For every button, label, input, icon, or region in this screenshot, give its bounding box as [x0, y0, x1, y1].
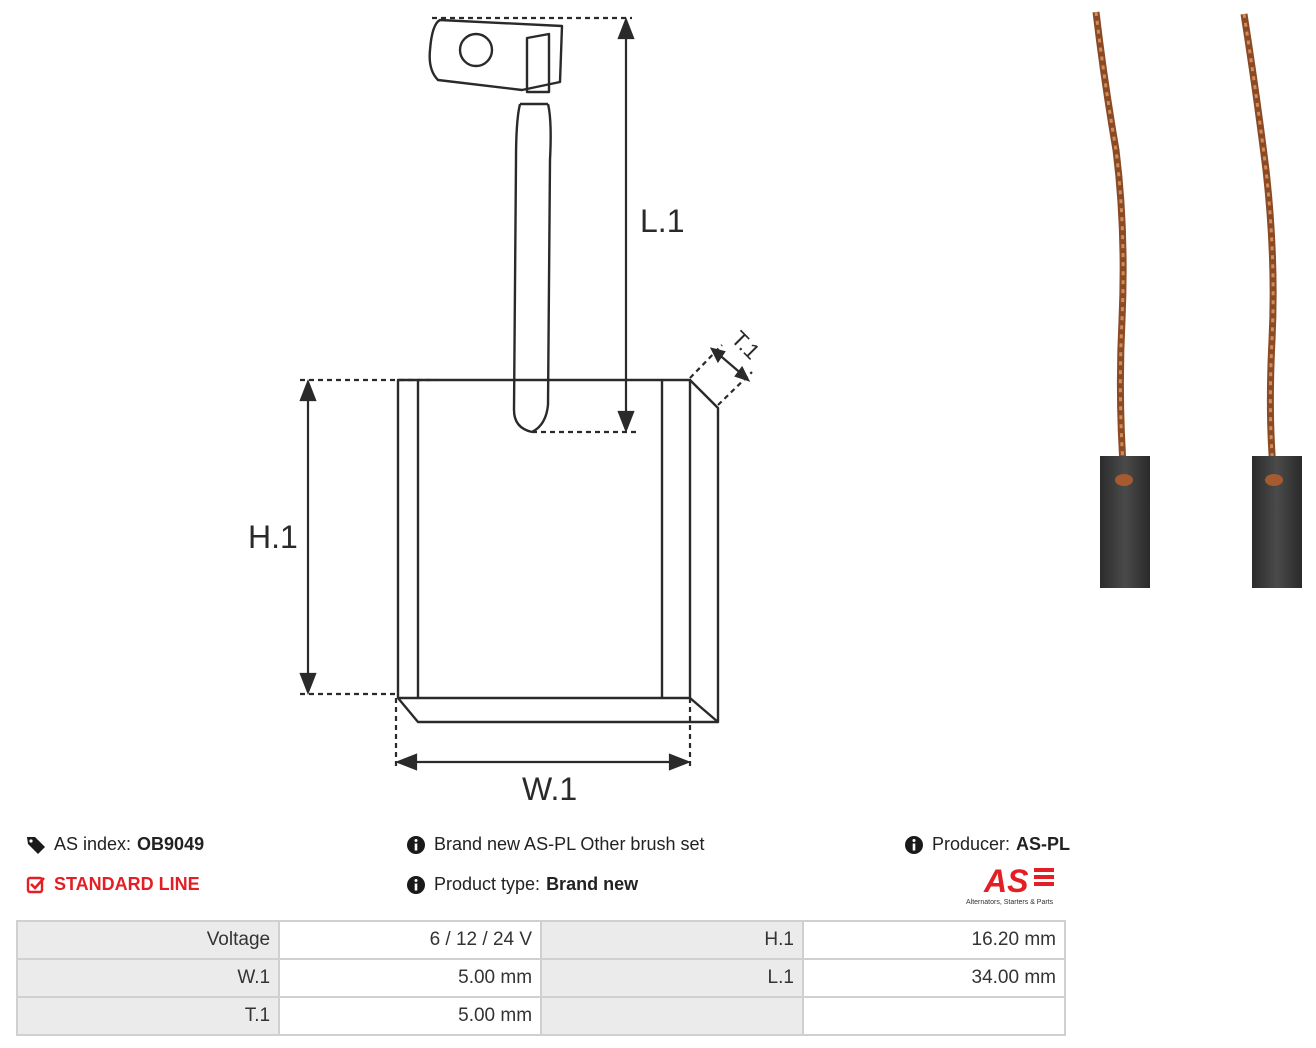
- description: Brand new AS-PL Other brush set: [406, 834, 704, 855]
- spec-value: 5.00 mm: [278, 996, 543, 1036]
- spec-label: W.1: [15, 958, 281, 998]
- as-index-label: AS index:: [54, 834, 132, 854]
- info-icon: [407, 875, 425, 894]
- standard-line: STANDARD LINE: [26, 874, 200, 895]
- producer-value: AS-PL: [1016, 834, 1071, 854]
- tag-icon: [27, 836, 45, 854]
- check-square-icon: [26, 876, 45, 893]
- product-photo: [1092, 11, 1302, 588]
- spec-value: 6 / 12 / 24 V: [278, 920, 543, 960]
- producer-label: Producer:: [932, 834, 1011, 854]
- terminal-lug: [428, 18, 564, 92]
- as-pl-logo: AS Alternators, Starters & Parts: [966, 863, 1054, 906]
- spec-label: [540, 996, 804, 1036]
- spec-value: 5.00 mm: [278, 958, 543, 998]
- brush-block: [396, 378, 692, 700]
- wire: [512, 103, 533, 434]
- brush-1: [1092, 11, 1150, 588]
- info-icon: [905, 835, 923, 854]
- label-h1: H.1: [248, 519, 298, 555]
- label-l1: L.1: [640, 203, 684, 239]
- technical-drawing: L.1 H.1 W.1 T.1: [248, 16, 765, 807]
- product-type-label: Product type:: [434, 874, 541, 894]
- as-index: AS index: OB9049: [26, 834, 204, 855]
- product-type-value: Brand new: [546, 874, 639, 894]
- as-index-value: OB9049: [137, 834, 205, 854]
- lug-hole: [458, 32, 494, 68]
- spec-value: 34.00 mm: [801, 958, 1067, 998]
- spec-value: [801, 996, 1067, 1036]
- spec-label: H.1: [540, 920, 804, 960]
- spec-label: Voltage: [15, 920, 281, 960]
- svg-text:AS: AS: [983, 863, 1029, 899]
- info-icon: [407, 835, 425, 854]
- spec-label: T.1: [15, 996, 281, 1036]
- producer: Producer: AS-PL: [904, 834, 1070, 855]
- spec-value: 16.20 mm: [801, 920, 1067, 960]
- label-t1: T.1: [726, 326, 764, 364]
- description-text: Brand new AS-PL Other brush set: [434, 834, 705, 854]
- product-type: Product type: Brand new: [406, 874, 638, 895]
- svg-text:Alternators, Starters & Parts: Alternators, Starters & Parts: [966, 899, 1054, 906]
- spec-label: L.1: [540, 958, 804, 998]
- label-w1: W.1: [522, 771, 577, 807]
- standard-line-label: STANDARD LINE: [54, 874, 200, 894]
- brush-2: [1240, 13, 1302, 588]
